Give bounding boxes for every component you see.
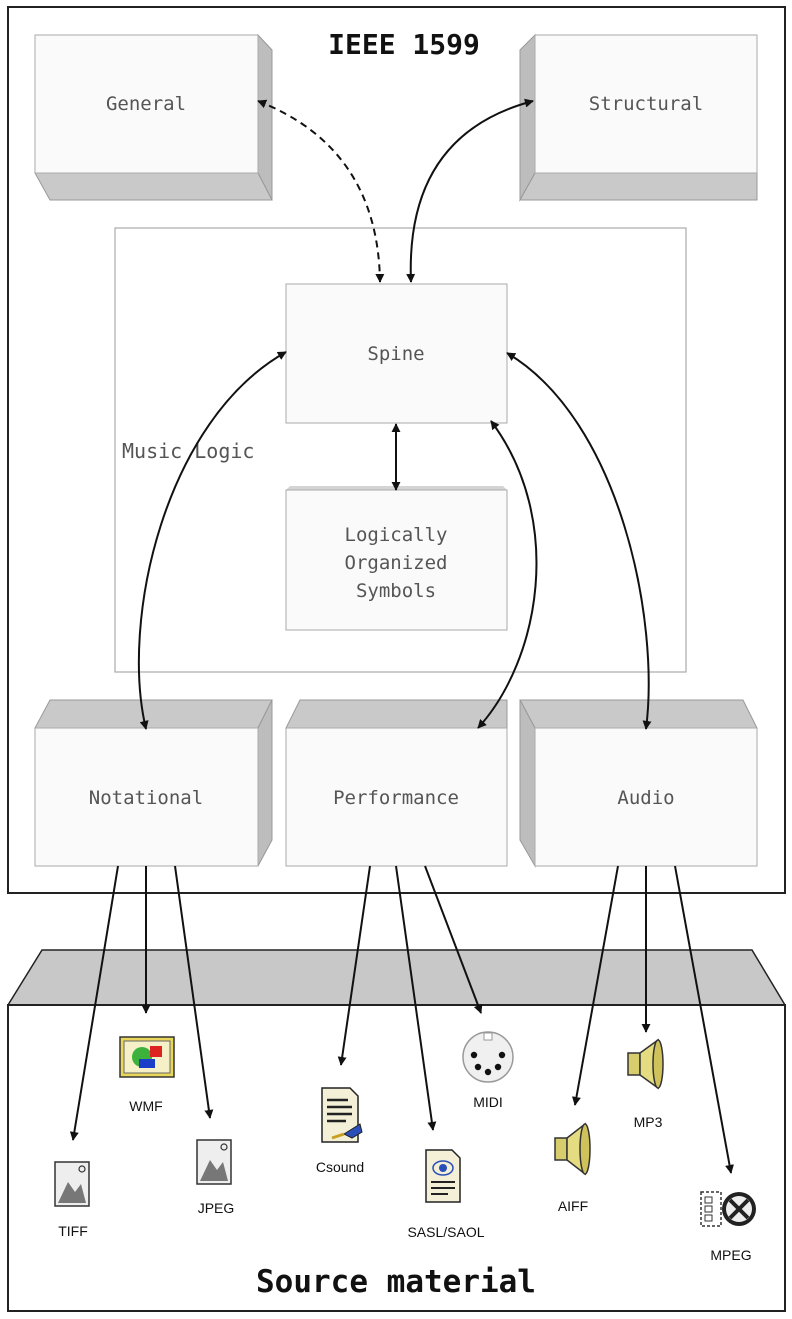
wmf-picture-icon	[119, 1036, 175, 1078]
aiff-speaker-icon	[554, 1122, 591, 1176]
csound-label: Csound	[316, 1159, 364, 1175]
notational-layer-box: Notational	[34, 699, 273, 867]
source-material-box: Source material	[6, 949, 787, 1312]
audio-aiff-arrow	[572, 865, 619, 1106]
notational-label: Notational	[89, 787, 203, 809]
midi-connector-icon	[462, 1031, 514, 1083]
spine-box: Spine	[285, 283, 508, 424]
mpeg-label: MPEG	[710, 1247, 751, 1263]
performance-csound-arrow	[337, 865, 371, 1066]
general-label: General	[106, 93, 186, 115]
structural-layer-box: Structural	[519, 33, 758, 202]
mp3-speaker-icon	[627, 1038, 664, 1090]
los-label-line2: Organized	[345, 552, 448, 574]
audio-mpeg-arrow	[674, 865, 734, 1174]
structural-spine-connector	[406, 98, 534, 283]
tiff-image-icon	[54, 1161, 90, 1207]
tiff-label: TIFF	[58, 1223, 88, 1239]
notational-tiff-arrow	[69, 865, 119, 1141]
los-box: Logically Organized Symbols	[285, 486, 508, 631]
los-label-line1: Logically	[345, 524, 448, 546]
performance-midi-arrow	[424, 865, 483, 1014]
performance-label: Performance	[333, 787, 459, 809]
general-layer-box: General	[34, 33, 273, 201]
mp3-label: MP3	[634, 1114, 663, 1130]
structural-label: Structural	[589, 93, 703, 115]
notational-jpeg-arrow	[174, 865, 214, 1119]
spine-label: Spine	[367, 343, 424, 365]
performance-sasl-arrow	[395, 865, 437, 1131]
jpeg-image-icon	[196, 1139, 232, 1185]
csound-document-icon	[321, 1087, 363, 1143]
sasl-saol-document-icon	[425, 1149, 461, 1203]
mpeg-film-icon	[700, 1191, 756, 1227]
wmf-label: WMF	[129, 1098, 162, 1114]
sasl-saol-label: SASL/SAOL	[407, 1224, 484, 1240]
source-material-label: Source material	[256, 1264, 536, 1300]
audio-layer-box: Audio	[519, 699, 758, 868]
midi-label: MIDI	[473, 1094, 503, 1110]
jpeg-label: JPEG	[198, 1200, 235, 1216]
audio-label: Audio	[617, 787, 674, 809]
spine-audio-connector	[506, 352, 652, 730]
performance-layer-box: Performance	[285, 699, 508, 867]
aiff-label: AIFF	[558, 1198, 588, 1214]
los-label-line3: Symbols	[356, 580, 436, 602]
diagram-title: IEEE 1599	[328, 28, 480, 61]
spine-notational-connector	[137, 351, 287, 730]
